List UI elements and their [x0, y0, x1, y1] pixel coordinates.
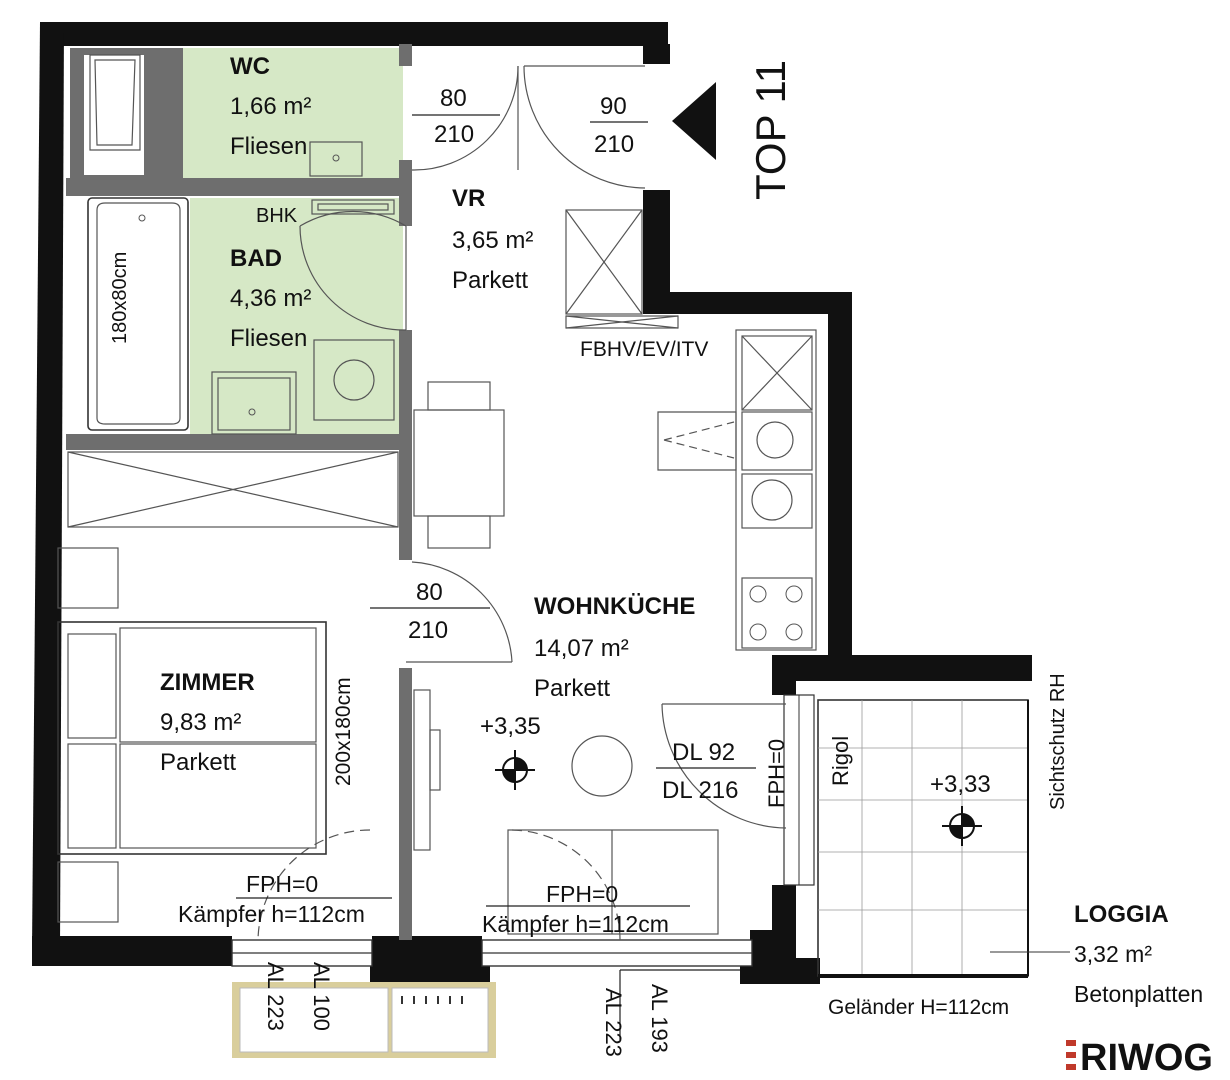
wc-fixtures	[89, 54, 363, 177]
door-swings	[257, 65, 787, 941]
level-marker-loggia	[942, 806, 982, 846]
zimmer-area: 9,83 m²	[160, 709, 241, 736]
rigol-label: Rigol	[828, 736, 853, 786]
loggia-area	[817, 699, 1070, 978]
al-zimmer-1: AL 223	[263, 962, 288, 1031]
kaempfer-wohn-label: Kämpfer h=112cm	[482, 911, 669, 937]
balcony-plate	[232, 982, 496, 1058]
level-marker-main	[495, 750, 535, 790]
vr-floor: Parkett	[452, 267, 528, 294]
fph-zimmer-label: FPH=0	[246, 871, 318, 897]
door-loggia-width: DL 92	[672, 739, 735, 766]
door-entry-width: 90	[600, 93, 627, 120]
wc-area: 1,66 m²	[230, 93, 311, 120]
loggia-floor: Betonplatten	[1074, 981, 1203, 1007]
wohn-floor: Parkett	[534, 675, 610, 702]
zimmer-floor: Parkett	[160, 749, 236, 776]
interior-walls	[66, 44, 412, 940]
loggia-area: 3,32 m²	[1074, 941, 1152, 967]
al-wohn-1: AL 223	[601, 988, 626, 1057]
door-wc-height: 210	[434, 121, 474, 148]
shaft-label: FBHV/EV/ITV	[580, 338, 708, 361]
walls	[32, 22, 1032, 984]
kaempfer-zimmer-label: Kämpfer h=112cm	[178, 901, 365, 927]
entry-arrow-icon	[672, 82, 716, 160]
riwog-logo: RIWOG	[1066, 1037, 1213, 1079]
level-main-label: +3,35	[480, 713, 541, 740]
door-wc-width: 80	[440, 85, 467, 112]
door-entry-height: 210	[594, 131, 634, 158]
logo-text: RIWOG	[1080, 1037, 1213, 1079]
bhk-label: BHK	[256, 205, 298, 227]
windows	[231, 694, 815, 967]
loggia-name: LOGGIA	[1074, 901, 1169, 928]
wohn-area: 14,07 m²	[534, 635, 629, 662]
bad-floor: Fliesen	[230, 325, 307, 352]
wc-tile-floor	[183, 48, 403, 178]
door-zimmer-width: 80	[416, 579, 443, 606]
bed-size: 200x180cm	[332, 677, 355, 786]
bad-name: BAD	[230, 245, 282, 272]
bad-fixtures	[87, 197, 395, 435]
vr-area: 3,65 m²	[452, 227, 533, 254]
dimension-lines	[236, 114, 756, 1040]
al-zimmer-2: AL 100	[309, 962, 334, 1031]
door-loggia-height: DL 216	[662, 777, 739, 804]
fph-loggia-label: FPH=0	[764, 739, 789, 808]
wc-floor: Fliesen	[230, 133, 307, 160]
wohn-name: WOHNKÜCHE	[534, 593, 695, 620]
zimmer-name: ZIMMER	[160, 669, 255, 696]
al-wohn-2: AL 193	[647, 984, 672, 1053]
sichtschutz-label: Sichtschutz RH	[1047, 673, 1069, 810]
bathtub-size: 180x80cm	[109, 252, 131, 344]
wc-name: WC	[230, 53, 270, 80]
furniture	[57, 209, 817, 935]
unit-title: TOP 11	[747, 60, 794, 200]
vr-name: VR	[452, 185, 485, 212]
door-zimmer-height: 210	[408, 617, 448, 644]
fph-wohn-label: FPH=0	[546, 881, 618, 907]
gelaender-label: Geländer H=112cm	[828, 996, 1009, 1019]
bad-area: 4,36 m²	[230, 285, 311, 312]
level-loggia-label: +3,33	[930, 771, 991, 798]
